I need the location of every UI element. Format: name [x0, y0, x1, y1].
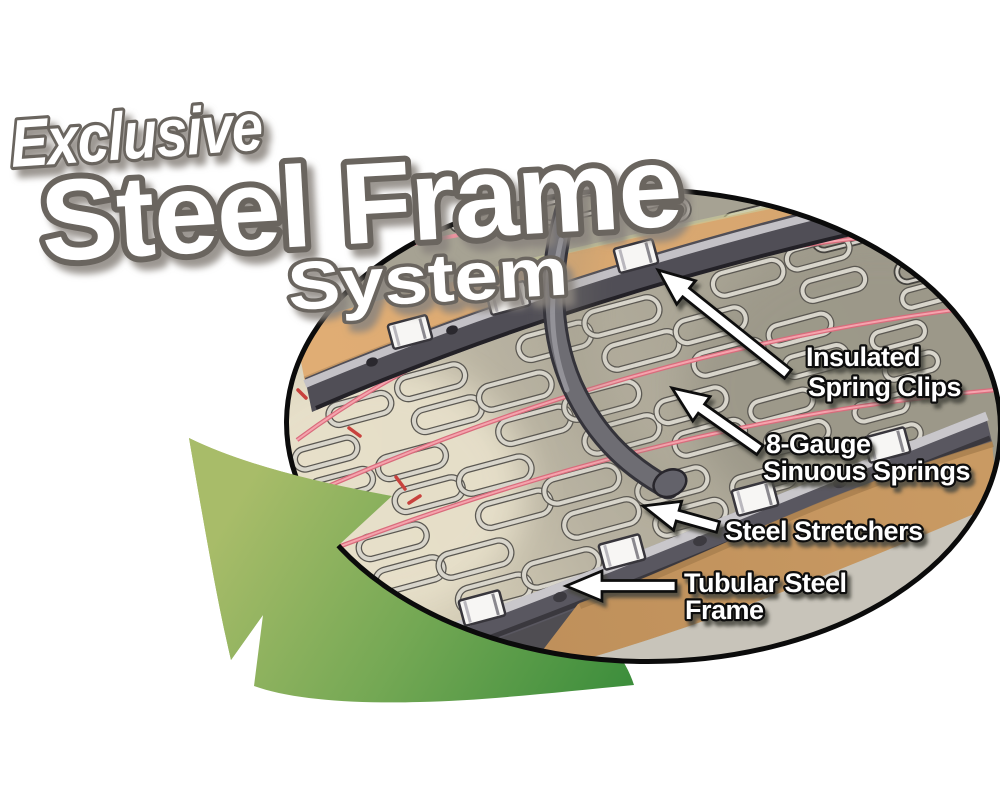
svg-text:Steel Stretchers: Steel Stretchers [725, 516, 923, 546]
svg-text:System: System [286, 233, 570, 325]
svg-text:Tubular Steel: Tubular Steel [684, 568, 847, 598]
svg-text:8-Gauge: 8-Gauge [766, 429, 871, 459]
svg-text:Sinuous Springs: Sinuous Springs [763, 456, 970, 486]
svg-text:Frame: Frame [685, 595, 764, 625]
svg-text:Spring Clips: Spring Clips [808, 372, 961, 402]
svg-text:Insulated: Insulated [806, 342, 920, 372]
